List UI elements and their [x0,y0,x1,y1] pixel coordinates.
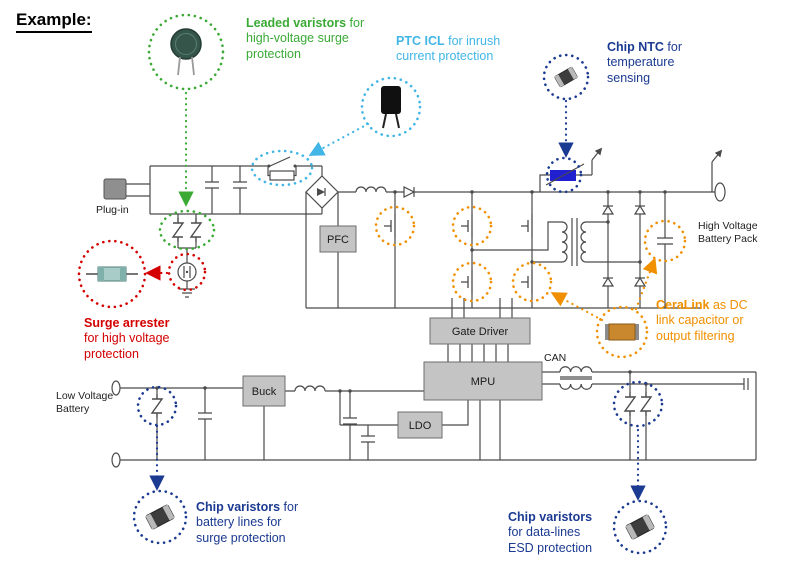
highlight-circle-ntc-element [545,156,583,194]
bridge-rectifier [305,175,339,209]
annotation-rest: as DC link capacitor or output filtering [656,298,748,343]
annotation-chip-varistors-battery: Chip varistors for battery lines for sur… [196,500,314,546]
annotation-chip-varistors-data: Chip varistors for data-lines ESD protec… [508,510,608,556]
gate-driver-block [429,317,531,345]
annotation-rest: for temperature sensing [607,40,683,85]
lv-connector-minus [111,452,121,468]
diode-icon [602,205,614,215]
chip-ntc-icon [553,66,579,88]
page-title: Example: [16,10,92,33]
mosfet-icon [460,213,473,239]
leaded-varistor-icon [170,28,202,76]
mosfet-icon [460,269,473,295]
highlight-ellipse-switch [250,149,314,187]
highlight-circle-leaded-varistor [147,13,225,91]
annotation-ptc-icl: PTC ICL for inrush current protection [396,34,536,65]
annotation-leaded-varistors: Leaded varistors for high-voltage surge … [246,16,376,62]
callout-arrow-ceralink-bridge [550,292,604,322]
annotation-bold: Chip varistors [196,500,281,514]
highlight-circle-mosfet [511,261,553,303]
highlight-ellipse-varistors [158,209,216,251]
can-label: CAN [544,352,566,364]
mosfet-icon [383,213,396,239]
annotation-surge-arrester: Surge arrester for high voltage protecti… [84,316,184,362]
varistor-symbol [640,391,652,417]
ptc-icon [381,86,401,129]
mpu-label: MPU [471,376,496,388]
annotation-rest: for data-lines ESD protection [508,525,593,555]
annotation-rest: for high-voltage surge protection [246,16,365,61]
pfc-block [319,225,357,253]
mosfet-icon [520,213,533,239]
plug-in-label: Plug-in [96,204,129,216]
varistor-symbol [624,391,636,417]
circuit-wiring [120,156,757,461]
plug-connector [103,178,127,200]
annotation-bold: Chip NTC [607,40,664,54]
gate-driver-label: Gate Driver [452,326,509,338]
callout-arrow-ptc [308,122,370,156]
highlight-circle-chip-varistor-data [612,499,668,555]
hv-battery-label: High Voltage Battery Pack [698,220,758,245]
annotation-rest: for battery lines for surge protection [196,500,299,545]
annotation-bold: Surge arrester [84,316,170,330]
mpu-block [423,361,543,401]
varistor-symbol [190,217,202,243]
highlight-circle-ceralink [595,305,649,359]
ntc-element [545,163,585,186]
highlight-circle-gdt [167,252,207,292]
ldo-block [397,411,443,439]
switch-contact [267,164,271,168]
pfc-label: PFC [327,234,349,246]
annotation-chip-ntc: Chip NTC for temperature sensing [607,40,699,86]
annotation-bold: Chip varistors [508,510,593,524]
annotation-bold: Leaded varistors [246,16,347,30]
mosfet-icon [520,269,533,295]
highlight-circle-ptc [360,76,422,138]
highlight-circle-mosfet [374,205,416,247]
diode-icon [602,277,614,287]
ceralink-icon [605,323,639,341]
lv-battery-label: Low Voltage Battery [56,390,114,415]
buck-label: Buck [252,386,277,398]
hv-connector [714,182,726,202]
voltage-arrow [711,149,723,163]
chip-varistor-icon [144,503,176,531]
annotation-bold: PTC ICL [396,34,445,48]
voltage-arrow [591,147,603,161]
switch-contact [293,164,297,168]
gas-discharge-tube [177,262,197,282]
highlight-circle-chip-ntc [542,53,590,101]
annotation-ceralink: CeraLink as DC link capacitor or output … [656,298,768,344]
diode-icon [634,205,646,215]
varistor-symbol [151,393,163,419]
highlight-circle-output-cap [643,219,687,263]
highlight-circle-mosfet [451,261,493,303]
diode-icon [634,277,646,287]
surge-arrester-icon [86,266,138,282]
buck-block [242,375,286,407]
lv-connector-plus [111,380,121,396]
highlight-ellipse-can-varistors [612,380,664,428]
annotation-rest: for high voltage protection [84,331,170,361]
highlight-circle-chip-varistor-battery [132,489,188,545]
annotation-bold: CeraLink [656,298,710,312]
boost-diode [403,186,416,198]
varistor-symbol [172,217,184,243]
ldo-label: LDO [409,420,432,432]
highlight-circle-surge-arrester [77,239,147,309]
highlight-circle-mosfet [451,205,493,247]
annotation-rest: for inrush current protection [396,34,501,64]
junction-dots [155,190,667,393]
chip-varistor-icon [624,513,656,541]
